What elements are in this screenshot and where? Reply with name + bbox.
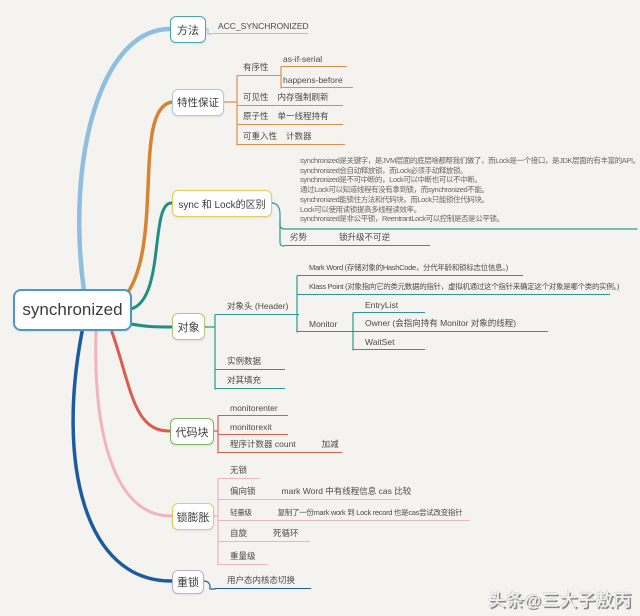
usermode-switch-label: 用户态内核态切换 (227, 575, 296, 585)
monitorexit-label: monitorexit (230, 422, 272, 432)
topic-no-lock[interactable]: 无锁 (218, 464, 260, 479)
topic-padding[interactable]: 对其填充 (215, 374, 285, 389)
topic-as-if-serial[interactable]: as-if-serial (281, 52, 347, 67)
monitorenter-label: monitorenter (230, 403, 278, 413)
spin-lock-desc: 死循环 (273, 528, 299, 538)
entrylist-label: EntryList (365, 300, 399, 310)
detail-line: 通过Lock可以知道线程有没有拿到锁，而synchronized不能。 (300, 185, 489, 195)
topic-ordering[interactable]: 有序性 (237, 61, 281, 76)
detail-line: synchronized是关键字，是JVM层面的底层啥都帮我们做了，而Lock是… (300, 156, 640, 165)
method-label: 方法 (177, 24, 199, 37)
topic-spin-lock[interactable]: 自旋 死循环 (218, 527, 310, 542)
reentrancy-desc: 计数器 (286, 131, 312, 141)
weakness-label: 劣势 (290, 232, 308, 242)
node-code-block[interactable]: 代码块 (170, 418, 214, 445)
waitset-label: WaitSet (365, 337, 395, 347)
biased-lock-label: 偏向锁 (230, 486, 256, 496)
acc-label: ACC_SYNCHRONIZED (218, 21, 309, 31)
spin-lock-label: 自旋 (230, 528, 248, 538)
root-label: synchronized (22, 300, 123, 319)
topic-visibility[interactable]: 可见性 内存强制刷新 (237, 91, 343, 106)
topic-atomicity[interactable]: 原子性 单一线程持有 (237, 110, 343, 125)
reentrancy-label: 可重入性 (243, 131, 278, 141)
node-features[interactable]: 特性保证 (172, 89, 224, 116)
topic-usermode-switch[interactable]: 用户态内核态切换 (215, 574, 311, 589)
topic-waitset[interactable]: WaitSet (353, 335, 425, 350)
detail-line: Lock可以使用读锁提高多线程读效率。 (300, 204, 421, 214)
watermark: 头条@三大子敖丙 (488, 591, 632, 610)
detail-line: synchronized是非公平锁，ReentrantLock可以控制是否是公平… (300, 214, 504, 224)
topic-reentrancy[interactable]: 可重入性 计数器 (237, 130, 345, 145)
node-object[interactable]: 对象 (172, 313, 205, 340)
sub-connectors (203, 28, 638, 590)
padding-label: 对其填充 (227, 375, 262, 385)
node-heavy-lock[interactable]: 重锁 (172, 570, 204, 594)
visibility-label: 可见性 (243, 92, 269, 102)
biased-lock-desc: mark Word 中有线程信息 cas 比较 (281, 486, 412, 496)
topic-owner[interactable]: Owner (会指向持有 Monitor 对象的线程) (353, 317, 548, 332)
sync-vs-lock-label: sync 和 Lock的区别 (178, 200, 266, 211)
topic-lightweight-lock[interactable]: 轻量级 复制了一份mark work 到 Lock record 也是cas尝试… (218, 506, 470, 521)
topic-program-counter[interactable]: 程序计数器 count 加减 (218, 438, 342, 453)
features-label: 特性保证 (177, 97, 219, 109)
ordering-label: 有序性 (243, 62, 269, 72)
lock-inflation-label: 锁膨胀 (176, 511, 210, 524)
branch-curves (71, 26, 174, 583)
sync-lock-details[interactable]: synchronized是关键字，是JVM层面的底层啥都帮我们做了，而Lock是… (300, 156, 640, 224)
topic-monitorexit[interactable]: monitorexit (218, 420, 288, 435)
instance-data-label: 实例数据 (227, 356, 262, 366)
topic-klass-point[interactable]: Klass Point (对象指向它的类元数据的指针，虚拟机通过这个指针来确定这… (297, 280, 620, 295)
program-counter-label: 程序计数器 count (230, 439, 296, 449)
node-lock-inflation[interactable]: 锁膨胀 (172, 503, 214, 530)
program-counter-desc: 加减 (321, 439, 339, 449)
heavyweight-lock-label: 重量级 (230, 551, 256, 561)
happens-before-label: happens-before (283, 75, 343, 85)
topic-heavyweight-lock[interactable]: 重量级 (218, 550, 268, 565)
detail-line: synchronized是不可中断的，Lock可以中断也可以不中断。 (300, 175, 482, 185)
mark-word-label: Mark Word (存储对象的HashCode，分代年龄和锁标志位信息。) (309, 263, 508, 272)
detail-line: synchronized能锁住方法和代码块，而Lock只能锁住代码块。 (300, 194, 489, 204)
weakness-desc: 锁升级不可逆 (339, 232, 391, 242)
topic-weakness[interactable]: 劣势 锁升级不可逆 (284, 231, 430, 246)
topic-mark-word[interactable]: Mark Word (存储对象的HashCode，分代年龄和锁标志位信息。) (297, 261, 523, 276)
node-sync-vs-lock[interactable]: sync 和 Lock的区别 (172, 190, 272, 217)
heavy-lock-label: 重锁 (177, 577, 199, 589)
topic-happens-before[interactable]: happens-before (281, 73, 353, 88)
topic-instance-data[interactable]: 实例数据 (215, 355, 285, 370)
lightweight-lock-desc: 复制了一份mark work 到 Lock record 也是cas尝试改变指针 (277, 508, 463, 517)
as-if-serial-label: as-if-serial (283, 54, 323, 64)
node-root[interactable]: synchronized (13, 289, 132, 331)
node-method[interactable]: 方法 (170, 16, 206, 43)
topic-object-header[interactable]: 对象头 (Header) (215, 300, 299, 315)
owner-label: Owner (会指向持有 Monitor 对象的线程) (365, 318, 517, 328)
monitor-label: Monitor (309, 319, 338, 329)
atomicity-desc: 单一线程持有 (277, 111, 329, 121)
atomicity-label: 原子性 (243, 111, 269, 121)
topic-biased-lock[interactable]: 偏向锁 mark Word 中有线程信息 cas 比较 (218, 485, 411, 500)
klass-point-label: Klass Point (对象指向它的类元数据的指针，虚拟机通过这个指针来确定这… (309, 282, 620, 291)
code-block-label: 代码块 (175, 426, 209, 439)
no-lock-label: 无锁 (230, 465, 248, 475)
topic-monitorenter[interactable]: monitorenter (218, 401, 288, 416)
visibility-desc: 内存强制刷新 (277, 92, 329, 102)
topic-entrylist[interactable]: EntryList (353, 298, 425, 313)
topic-acc-synchronized[interactable]: ACC_SYNCHRONIZED (212, 19, 309, 34)
object-header-label: 对象头 (Header) (227, 301, 289, 311)
lightweight-lock-label: 轻量级 (230, 508, 252, 517)
detail-line: synchronized会自动释放锁，而Lock必须手动释放锁。 (300, 165, 468, 175)
topic-monitor[interactable]: Monitor (297, 317, 353, 332)
object-label: 对象 (177, 321, 200, 334)
